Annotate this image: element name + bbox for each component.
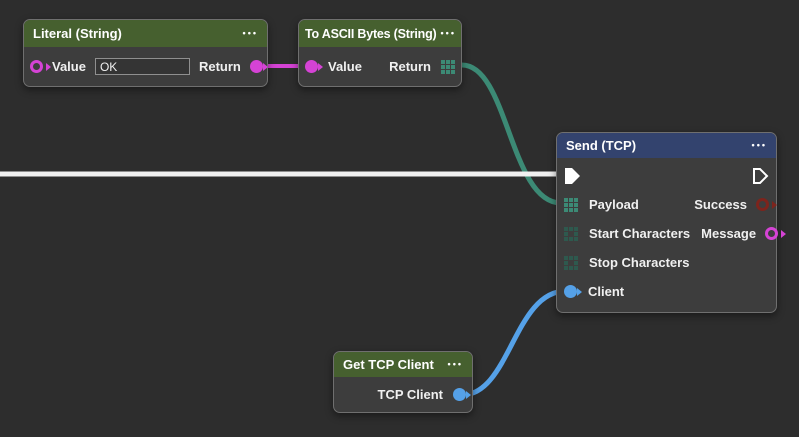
node-title: Send (TCP) — [566, 138, 637, 153]
node-menu-icon[interactable]: ••• — [440, 28, 456, 38]
port-value-input[interactable] — [305, 60, 318, 73]
port-return-bytes-output[interactable] — [441, 59, 455, 74]
node-header[interactable]: Literal (String) ••• — [24, 20, 267, 47]
node-title: To ASCII Bytes (String) — [305, 26, 437, 41]
port-start-characters-input[interactable] — [564, 226, 578, 241]
tcp-client-label: TCP Client — [377, 387, 444, 402]
flow-out-port[interactable] — [752, 167, 769, 185]
value-label: Value — [328, 59, 362, 74]
node-to-ascii-bytes[interactable]: To ASCII Bytes (String) ••• Value Return — [298, 19, 462, 87]
return-label: Return — [198, 59, 241, 74]
node-body: Payload Success Start Characters Message… — [557, 158, 779, 306]
value-label: Value — [52, 59, 86, 74]
start-characters-label: Start Characters — [589, 226, 691, 241]
node-header[interactable]: To ASCII Bytes (String) ••• — [299, 20, 461, 47]
node-menu-icon[interactable]: ••• — [242, 28, 258, 38]
port-message-output[interactable] — [765, 227, 779, 240]
stop-characters-row: Stop Characters — [557, 248, 776, 277]
node-title: Get TCP Client — [343, 357, 434, 372]
port-value-input[interactable] — [30, 60, 43, 73]
value-text-input[interactable] — [94, 58, 190, 75]
node-body: Value Return — [299, 47, 461, 86]
client-row: Client — [557, 277, 776, 306]
start-characters-row: Start Characters Message — [557, 219, 779, 248]
port-success-output[interactable] — [756, 198, 769, 211]
port-payload-input[interactable] — [564, 197, 578, 212]
node-menu-icon[interactable]: ••• — [447, 359, 463, 369]
port-stop-characters-input[interactable] — [564, 255, 578, 270]
node-header[interactable]: Send (TCP) ••• — [557, 133, 776, 158]
node-body: Value Return — [24, 47, 267, 86]
node-get-tcp-client[interactable]: Get TCP Client ••• TCP Client — [333, 351, 473, 413]
success-label: Success — [694, 197, 747, 212]
stop-characters-label: Stop Characters — [589, 255, 690, 270]
flow-in-port[interactable] — [564, 167, 581, 185]
return-label: Return — [389, 59, 431, 74]
flow-row — [557, 161, 776, 190]
wire-get-tcp-client-to-send-client[interactable] — [461, 288, 567, 398]
node-literal-string[interactable]: Literal (String) ••• Value Return — [23, 19, 268, 87]
node-send-tcp[interactable]: Send (TCP) ••• Payload Success — [556, 132, 779, 313]
message-label: Message — [701, 226, 757, 241]
node-header[interactable]: Get TCP Client ••• — [334, 352, 472, 377]
payload-label: Payload — [589, 197, 639, 212]
port-tcp-client-output[interactable] — [453, 388, 466, 401]
payload-row: Payload Success — [557, 190, 776, 219]
node-body: TCP Client — [334, 377, 472, 412]
node-title: Literal (String) — [33, 26, 122, 41]
wire-ascii-return-to-send-payload[interactable] — [461, 62, 562, 206]
port-return-output[interactable] — [249, 60, 263, 73]
client-label: Client — [588, 284, 625, 299]
port-client-input[interactable] — [564, 285, 577, 298]
node-menu-icon[interactable]: ••• — [751, 140, 767, 150]
